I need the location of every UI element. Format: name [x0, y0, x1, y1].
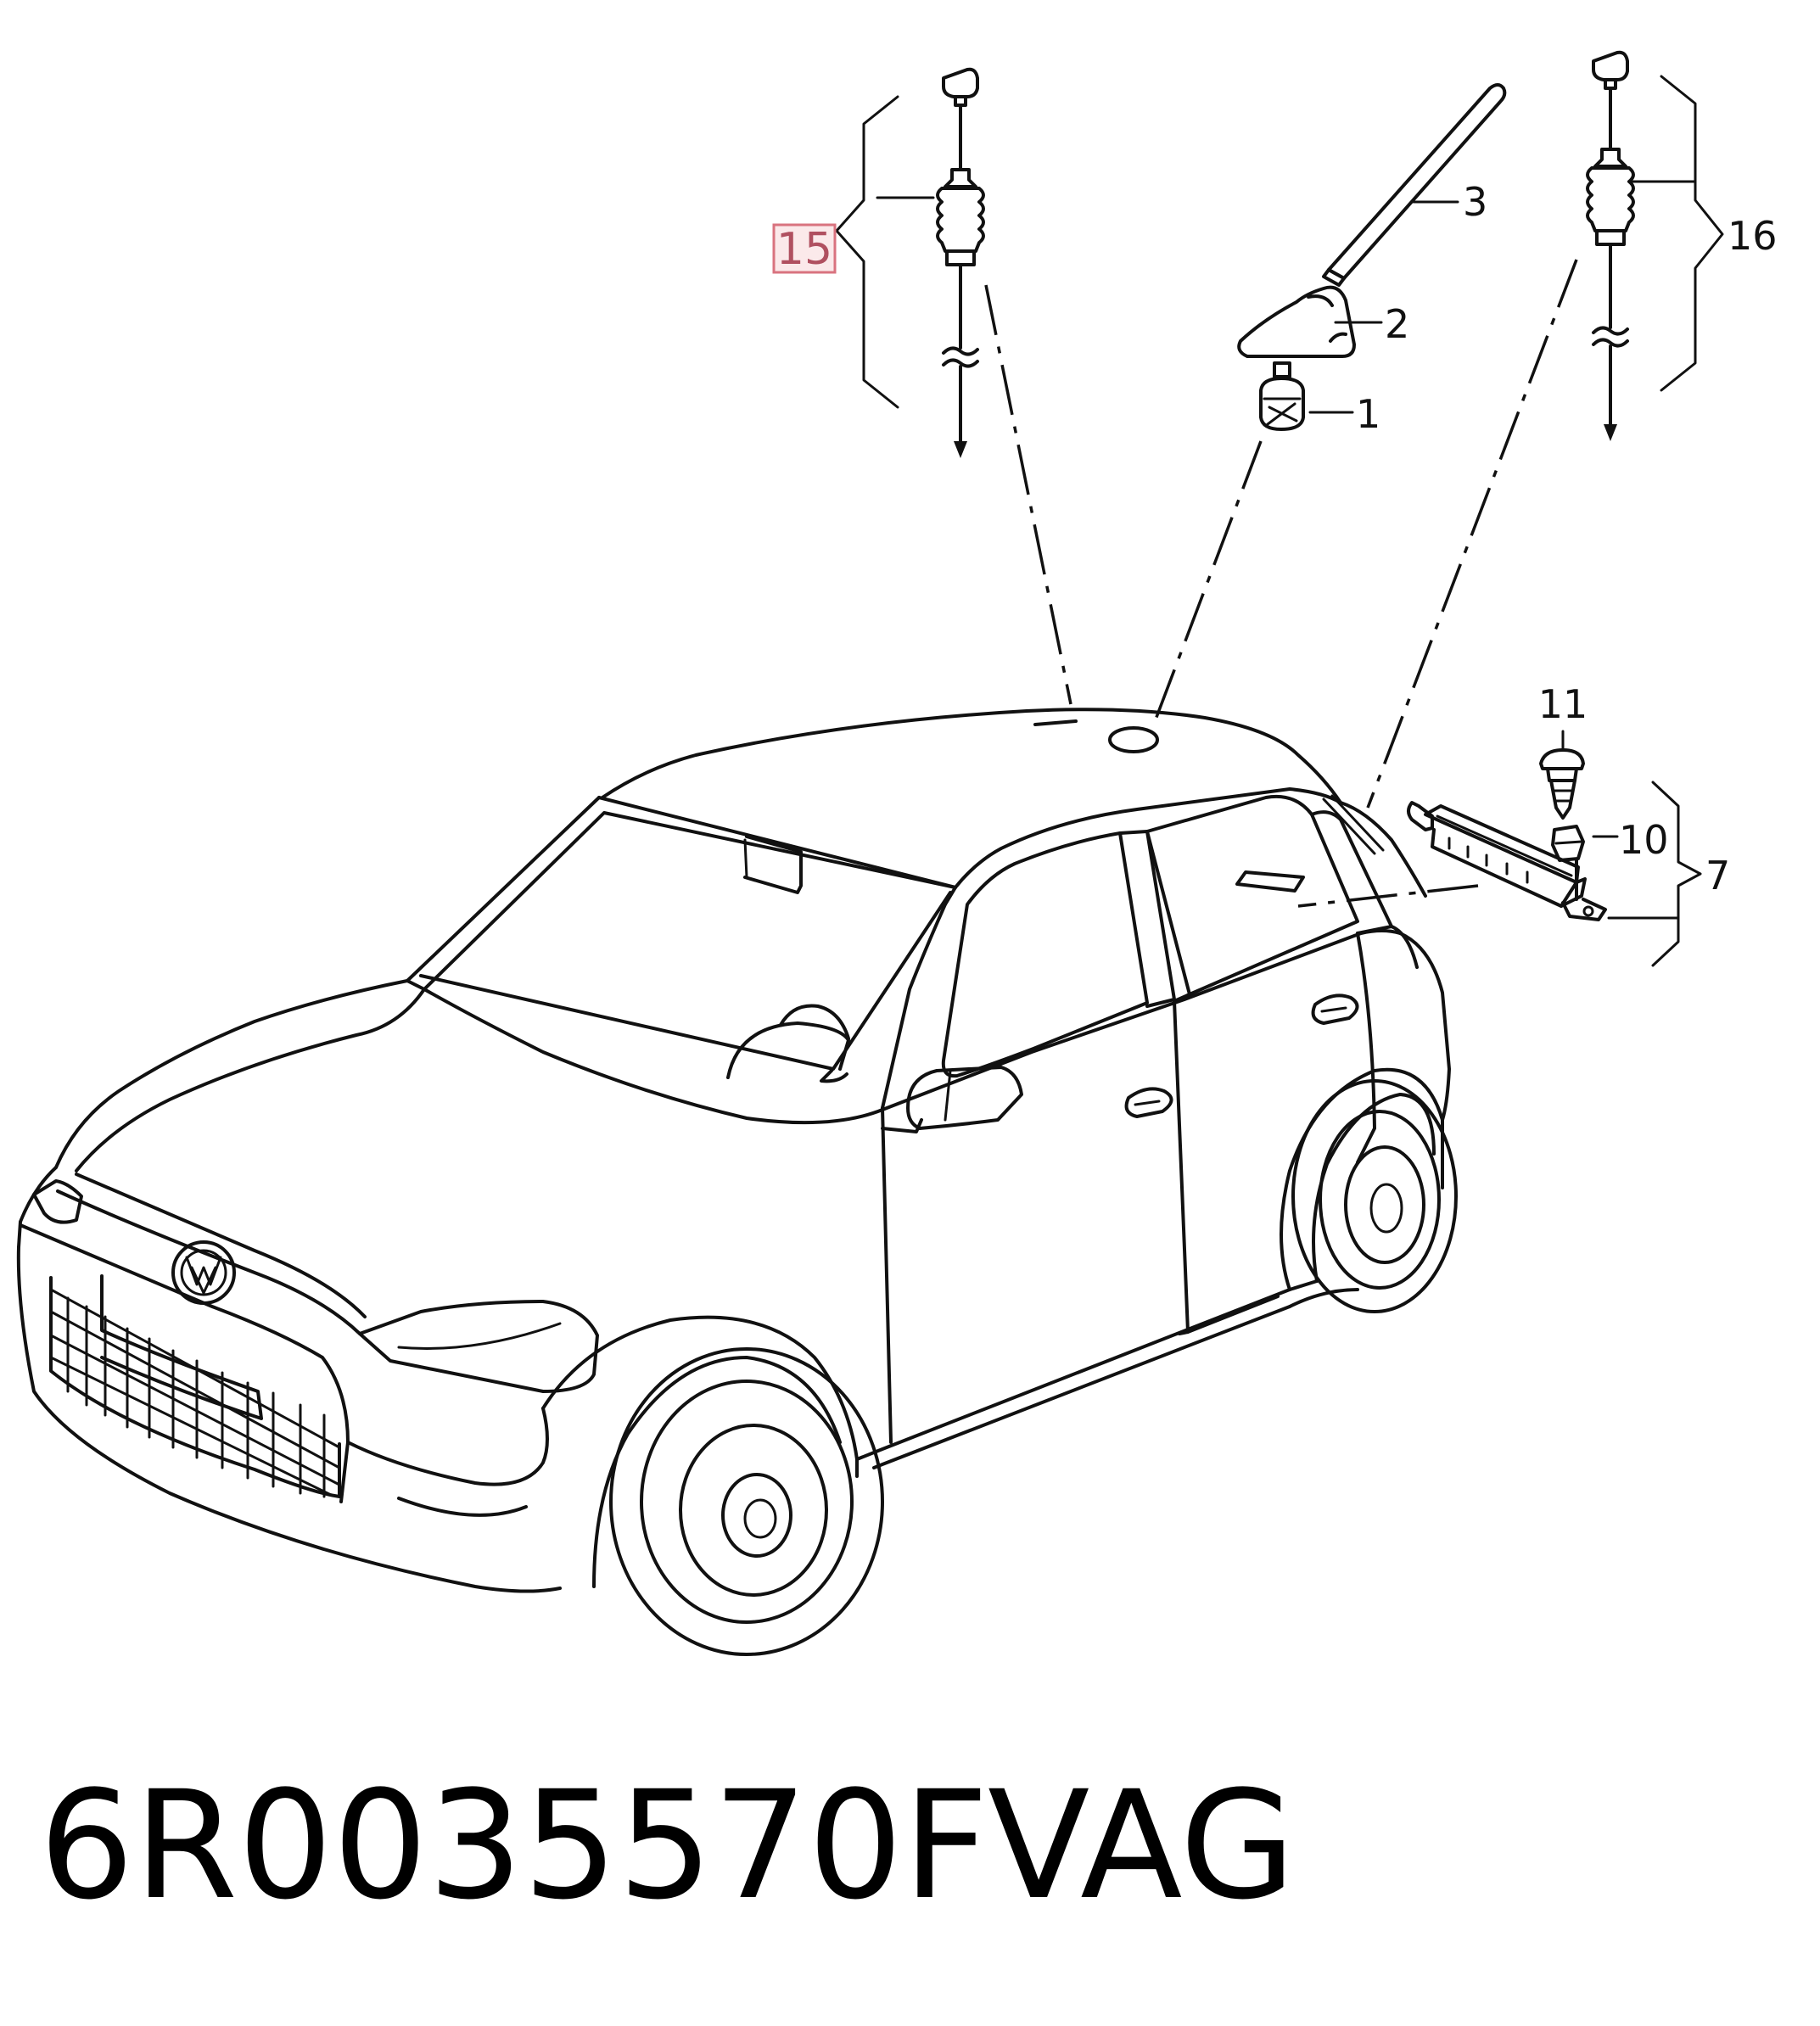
- part-number: 6R0035570F: [39, 1759, 988, 1933]
- part-16-antenna-cable[interactable]: [1586, 50, 1635, 441]
- part-11-screw[interactable]: [1539, 748, 1585, 820]
- callout-11[interactable]: 11: [1538, 681, 1588, 727]
- part-2-antenna-base[interactable]: [1237, 285, 1356, 358]
- car-body: [16, 708, 1458, 1656]
- bracket-7: [1607, 781, 1702, 967]
- bracket-15: [835, 95, 935, 409]
- rear-wheel-icon: [1291, 1079, 1458, 1313]
- part-3-antenna-rod[interactable]: [1322, 83, 1507, 287]
- brand-name: VAG: [988, 1759, 1296, 1933]
- callout-1[interactable]: 1: [1356, 391, 1380, 437]
- leader-lines: [984, 259, 1578, 908]
- callout-15: 15: [776, 224, 832, 275]
- callout-16[interactable]: 16: [1728, 213, 1778, 259]
- part-7-antenna-module[interactable]: [1407, 801, 1607, 921]
- part-15-antenna-cable[interactable]: [936, 67, 985, 458]
- callout-3[interactable]: 3: [1463, 179, 1487, 225]
- front-wheel-icon: [609, 1347, 884, 1656]
- callout-10[interactable]: 10: [1619, 817, 1669, 863]
- part-1-nut[interactable]: [1259, 361, 1305, 431]
- callout-7[interactable]: 7: [1705, 853, 1730, 898]
- part-10-clip-nut[interactable]: [1551, 825, 1585, 862]
- callout-15-highlight[interactable]: 15: [772, 223, 837, 275]
- bracket-16: [1631, 75, 1724, 392]
- callout-2[interactable]: 2: [1385, 301, 1409, 347]
